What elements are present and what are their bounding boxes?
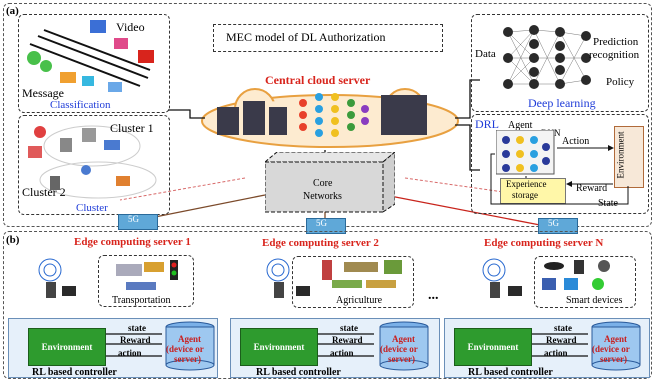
controller-1-environment: Environment: [28, 328, 106, 366]
drl-reward-label: Reward: [576, 183, 608, 194]
controller-2-label: RL based controller: [256, 367, 341, 378]
networks-label: Networks: [303, 191, 342, 202]
experience-label: Experience: [506, 179, 547, 189]
cluster-label: Cluster: [76, 202, 108, 214]
policy-label: Policy: [606, 76, 635, 88]
cloud-graphic: [201, 88, 459, 148]
server-1-icons: [38, 258, 178, 298]
controller-1-action: action: [118, 348, 142, 358]
drl-agent-label: Agent: [508, 120, 533, 131]
prediction-label: Prediction: [593, 36, 639, 48]
controller-2-action: action: [330, 348, 354, 358]
diagram-title: MEC model of DL Authorization: [226, 30, 386, 44]
drl-environment-box: [614, 126, 644, 188]
controller-2-environment: Environment: [240, 328, 318, 366]
central-cloud-label: Central cloud server: [265, 73, 371, 87]
video-label: Video: [116, 20, 145, 34]
cluster2-label: Cluster 2: [22, 185, 66, 199]
core-label: Core: [313, 178, 333, 189]
controller-n-action: action: [544, 348, 568, 358]
deep-learning-box: [471, 14, 649, 112]
controller-1-agent-l3: server): [174, 354, 201, 364]
controller-1-agent: [165, 321, 215, 371]
station-1: [118, 214, 158, 230]
drl-arrows: [490, 145, 629, 205]
panel-a-tag: (a): [6, 5, 19, 17]
controller-n-arrows: [532, 333, 588, 357]
storage-label: storage: [512, 190, 538, 200]
controller-n-environment: Environment: [454, 328, 532, 366]
panel-b: [3, 231, 652, 379]
server-1-scene: [98, 255, 194, 307]
recognition-label: recognition: [589, 49, 640, 61]
data-label: Data: [475, 48, 496, 60]
server-1-title: Edge computing server 1: [74, 236, 191, 248]
controller-2-agent: [379, 321, 429, 371]
controller-2-agent-l3: server): [388, 354, 415, 364]
core-network-cube: [265, 152, 395, 213]
drl-label: DRL: [475, 117, 499, 131]
title-box: [213, 24, 443, 52]
station-2: [306, 218, 346, 234]
drl-action-label: Action: [562, 136, 590, 147]
controller-n-label: RL based controller: [468, 367, 553, 378]
server-2-title: Edge computing server 2: [262, 237, 379, 249]
server-1-domain: Transportation: [112, 295, 171, 306]
server-n-scene: [534, 256, 636, 308]
controller-2-arrows: [318, 333, 374, 357]
controller-n-agent-l3: server): [600, 354, 627, 364]
controller-1-reward: Reward: [120, 335, 151, 345]
classification-label: Classification: [50, 99, 111, 111]
server-2-domain: Agriculture: [336, 295, 383, 306]
controller-1-agent-l1: Agent: [178, 334, 201, 344]
panel-b-tag: (b): [6, 234, 20, 246]
classification-icons: [27, 20, 154, 92]
station-2-label: 5G: [316, 218, 327, 228]
controller-2-agent-l2: (device or: [380, 344, 418, 354]
controller-1-arrows: [106, 333, 162, 357]
cluster-box: [18, 115, 170, 215]
drl-agent-network: [496, 130, 555, 175]
controller-n-agent-l1: Agent: [604, 334, 627, 344]
station-1-label: 5G: [128, 214, 139, 224]
server-2-scene: [292, 256, 414, 308]
controller-2-agent-l1: Agent: [392, 334, 415, 344]
controller-1-state: state: [128, 323, 146, 333]
controller-2-reward: Reward: [332, 335, 363, 345]
controller-1-label: RL based controller: [32, 367, 117, 378]
deep-learning-network: [503, 25, 591, 89]
classification-box: [18, 14, 170, 113]
controller-n-agent-l2: (device or: [592, 344, 630, 354]
station-n: [538, 218, 578, 234]
controller-1-agent-l2: (device or: [166, 344, 204, 354]
cluster-icons: [28, 125, 157, 199]
controller-n-reward: Reward: [546, 335, 577, 345]
server-2-icons: [266, 258, 402, 298]
server-n-icons: [482, 258, 610, 298]
drl-box: [471, 114, 649, 214]
controller-n-agent: [591, 321, 641, 371]
station-n-label: 5G: [548, 218, 559, 228]
message-label: Message: [22, 86, 64, 100]
server-n-title: Edge computing server N: [484, 237, 604, 249]
server-n-domain: Smart devices: [566, 295, 623, 306]
deep-learning-label: Deep learning: [528, 96, 596, 110]
controller-2-state: state: [340, 323, 358, 333]
controller-n-state: state: [554, 323, 572, 333]
ellipsis: ...: [428, 288, 439, 303]
cluster1-label: Cluster 1: [110, 121, 154, 135]
